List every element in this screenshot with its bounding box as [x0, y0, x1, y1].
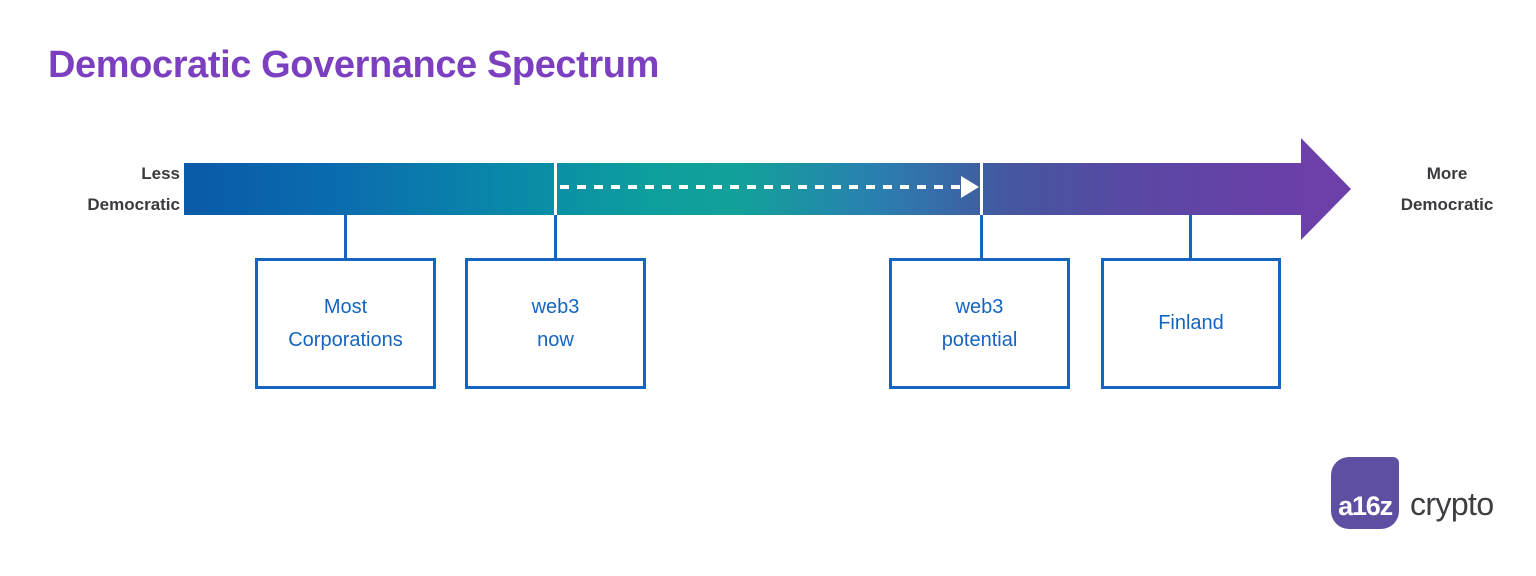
- connector-finland: [1189, 215, 1192, 259]
- a16z-logo-word: crypto: [1410, 485, 1494, 522]
- axis-label-less-line1: Less: [141, 164, 180, 183]
- node-label-web3-now: web3 now: [531, 295, 580, 351]
- connector-web3-now: [554, 215, 557, 259]
- node-box-web3-potential[interactable]: web3 potential: [889, 258, 1070, 389]
- connector-most-corporations: [344, 215, 347, 259]
- axis-label-less-democratic: Less Democratic: [18, 158, 180, 220]
- node-label-most-corporations: Most Corporations: [288, 295, 403, 351]
- node-label-web3-potential: web3 potential: [941, 295, 1018, 351]
- axis-label-more-democratic: More Democratic: [1362, 158, 1532, 220]
- progress-dashed-line: [560, 185, 963, 189]
- page-title: Democratic Governance Spectrum: [48, 44, 660, 86]
- node-box-web3-now[interactable]: web3 now: [465, 258, 646, 389]
- a16z-logo-mark-icon: a16z: [1331, 457, 1399, 529]
- connector-web3-potential: [980, 215, 983, 259]
- axis-label-more-line2: Democratic: [1400, 195, 1494, 214]
- spectrum-arrow-head-icon: [1301, 138, 1351, 240]
- a16z-logo-mark-text: a16z: [1338, 491, 1393, 521]
- divider-web3-now: [554, 163, 557, 215]
- divider-web3-potential: [980, 163, 983, 215]
- node-box-finland[interactable]: Finland: [1101, 258, 1281, 389]
- spectrum-gradient-bar: [184, 163, 1302, 215]
- progress-arrow-head-icon: [961, 176, 979, 198]
- a16z-crypto-logo: a16z crypto: [1331, 457, 1494, 529]
- node-label-finland: Finland: [1158, 312, 1224, 334]
- axis-label-less-line2: Democratic: [87, 195, 180, 214]
- node-box-most-corporations[interactable]: Most Corporations: [255, 258, 436, 389]
- axis-label-more-line1: More: [1426, 164, 1468, 183]
